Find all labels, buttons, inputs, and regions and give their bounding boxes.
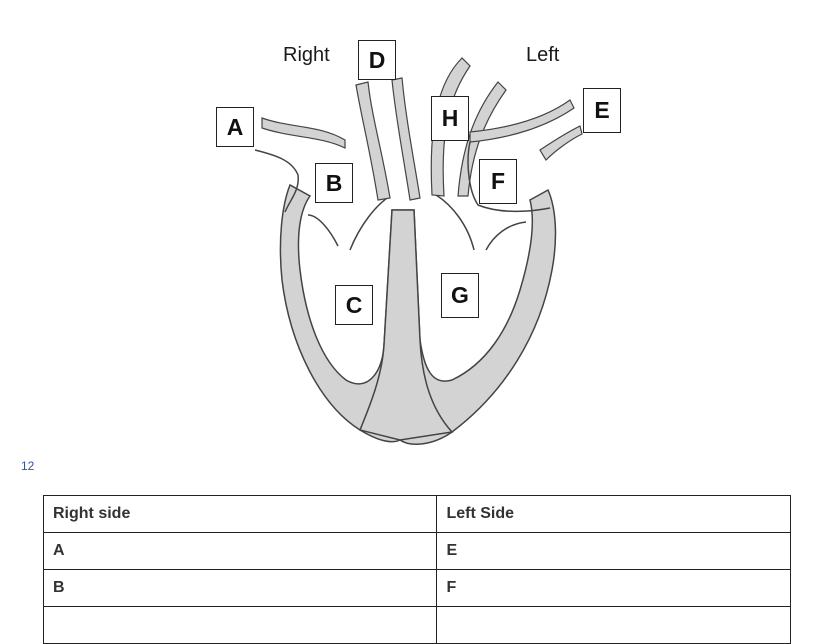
vessel-d — [355, 81, 391, 201]
right-ventricle-inner — [307, 214, 339, 247]
septum — [358, 209, 454, 441]
heart-diagram — [254, 57, 583, 445]
left-ventricle-inner — [485, 221, 527, 251]
table-row: A E — [42, 532, 791, 570]
label-box-c: C — [335, 285, 373, 325]
vessel-h — [430, 57, 471, 197]
vessel-e-2 — [539, 125, 583, 161]
label-box-b: B — [315, 163, 353, 203]
table-header-cell: Left Side — [436, 495, 791, 533]
table-row: B F — [42, 569, 791, 607]
label-box-d: D — [358, 40, 396, 80]
label-box-g: G — [441, 273, 479, 318]
left-valve — [435, 194, 475, 251]
table-cell: E — [436, 532, 791, 570]
vessel-e — [469, 99, 575, 143]
label-box-f: F — [479, 159, 517, 204]
right-side-label: Right — [283, 44, 330, 66]
label-box-h: H — [431, 96, 469, 141]
table-cell — [42, 606, 438, 644]
table-row — [42, 606, 791, 644]
right-atrium-wall — [254, 149, 299, 213]
label-box-e: E — [583, 88, 621, 133]
page-number: 12 — [21, 459, 35, 473]
label-box-a: A — [216, 107, 254, 147]
table-cell: B — [42, 569, 438, 607]
left-atrium-wall — [467, 141, 551, 213]
vessel-a — [261, 117, 346, 149]
table-cell: F — [436, 569, 791, 607]
vessel-d-2 — [391, 77, 421, 201]
left-side-label: Left — [526, 44, 560, 66]
vessel-h-2 — [457, 81, 507, 197]
table-header-row: Right side Left Side — [42, 495, 791, 533]
table-cell — [436, 606, 791, 644]
chambers-table: Right side Left Side A E B F — [42, 495, 791, 644]
table-cell: A — [42, 532, 438, 570]
table-header-cell: Right side — [42, 495, 438, 533]
right-valve — [349, 195, 391, 251]
